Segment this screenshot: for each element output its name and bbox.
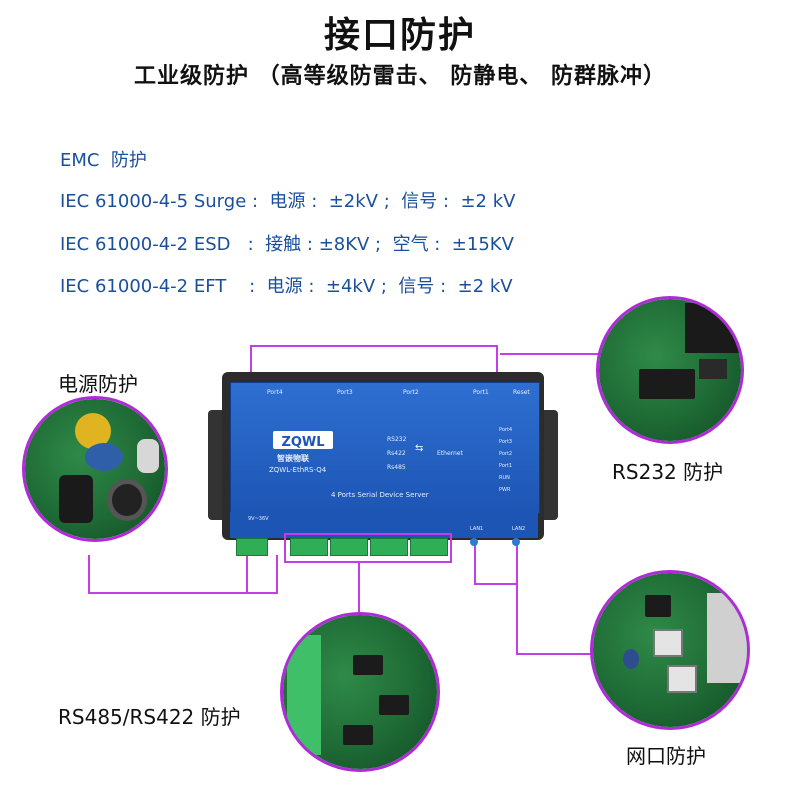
iface-rs422: Rs422 — [387, 450, 406, 457]
logo-text: ZQWL — [281, 435, 325, 450]
iface-rs485: Rs485 — [387, 464, 406, 471]
rs232-protection-photo — [596, 296, 744, 444]
spec-surge: IEC 61000-4-5 Surge : 电源 : ±2kV ; 信号 : ±… — [60, 191, 516, 212]
lan-capacitor — [623, 649, 639, 669]
lan-callout-line-v2 — [516, 545, 518, 655]
port-label-3: Port3 — [337, 389, 353, 396]
power-callout-line-v — [88, 555, 90, 594]
terminal-block-green — [287, 635, 321, 755]
power-protection-label: 电源防护 — [58, 372, 138, 396]
spec-emc: EMC 防护 — [60, 150, 147, 171]
page-subtitle: 工业级防护 （高等级防雷击、 防静电、 防群脉冲） — [134, 64, 666, 89]
lan1-label: LAN1 — [470, 526, 484, 532]
power-callout-line-v3 — [276, 555, 278, 594]
arrows-icon: ⇆ — [415, 443, 424, 454]
rs232-port-highlight — [250, 345, 498, 375]
brand-logo: ZQWL — [273, 431, 333, 450]
spec-eft: IEC 61000-4-2 EFT : 电源 : ±4kV ; 信号 : ±2 … — [60, 276, 513, 297]
power-input-label: 9V~36V — [248, 516, 269, 522]
serial-terminal-block-4[interactable] — [290, 538, 328, 556]
lan-protection-photo — [590, 570, 750, 730]
rs485-callout-line — [358, 563, 360, 615]
power-terminal-block[interactable] — [236, 538, 268, 556]
product-line: 4 Ports Serial Device Server — [331, 491, 429, 499]
lan-protection-label: 网口防护 — [626, 744, 706, 768]
port-label-2: Port2 — [403, 389, 419, 396]
port-label-4: Port4 — [267, 389, 283, 396]
rs232-callout-line — [500, 353, 620, 355]
component-silver — [137, 439, 159, 473]
device-front-panel: Port4 Port3 Port2 Port1 Reset ZQWL 智嵌物联 … — [230, 382, 540, 514]
lan-tvs-1 — [653, 629, 683, 657]
lan-callout-line-v1 — [474, 545, 476, 585]
lan-chip-1 — [645, 595, 671, 617]
electrolytic-capacitor — [59, 475, 93, 523]
iface-rs232: RS232 — [387, 436, 407, 443]
db9-connector — [685, 303, 741, 353]
model-name: ZQWL-EthRS-Q4 — [269, 466, 327, 474]
protection-chip-2 — [379, 695, 409, 715]
rj45-connector — [707, 593, 747, 683]
mount-ear-left — [208, 410, 226, 520]
led-port4: Port4 — [499, 427, 513, 433]
lan2-port-indicator — [512, 538, 520, 546]
lan2-label: LAN2 — [512, 526, 526, 532]
rs485-terminal-highlight — [284, 533, 452, 563]
brand-name: 智嵌物联 — [277, 454, 309, 463]
ethernet-label: Ethernet — [437, 450, 463, 457]
inductor — [107, 479, 147, 521]
power-protection-photo — [22, 396, 168, 542]
rs485-protection-photo — [280, 612, 440, 772]
page-title: 接口防护 — [323, 15, 476, 56]
lan-tvs-2 — [667, 665, 697, 693]
led-port2: Port2 — [499, 451, 513, 457]
rs232-chip — [639, 369, 695, 399]
serial-terminal-block-3[interactable] — [330, 538, 368, 556]
serial-terminal-block-2[interactable] — [370, 538, 408, 556]
led-run: RUN — [499, 475, 510, 481]
protection-chip-3 — [343, 725, 373, 745]
rs232-protection-label: RS232 防护 — [612, 460, 724, 484]
capacitor-blue — [85, 443, 123, 471]
reset-label: Reset — [513, 389, 530, 396]
led-port3: Port3 — [499, 439, 513, 445]
lan1-port-indicator — [470, 538, 478, 546]
power-callout-line-v2 — [246, 555, 248, 594]
lan-callout-line-h1 — [474, 583, 518, 585]
lan-callout-line-h2 — [516, 653, 592, 655]
port-label-1: Port1 — [473, 389, 489, 396]
protection-chip-1 — [353, 655, 383, 675]
led-pwr: PWR — [499, 487, 511, 493]
rs232-chip-small — [699, 359, 727, 379]
led-port1: Port1 — [499, 463, 513, 469]
mount-ear-right — [540, 410, 558, 520]
spec-esd: IEC 61000-4-2 ESD : 接触 : ±8KV ; 空气 : ±15… — [60, 234, 514, 255]
serial-terminal-block-1[interactable] — [410, 538, 448, 556]
power-callout-line-h — [88, 592, 278, 594]
rs485-protection-label: RS485/RS422 防护 — [58, 705, 241, 729]
